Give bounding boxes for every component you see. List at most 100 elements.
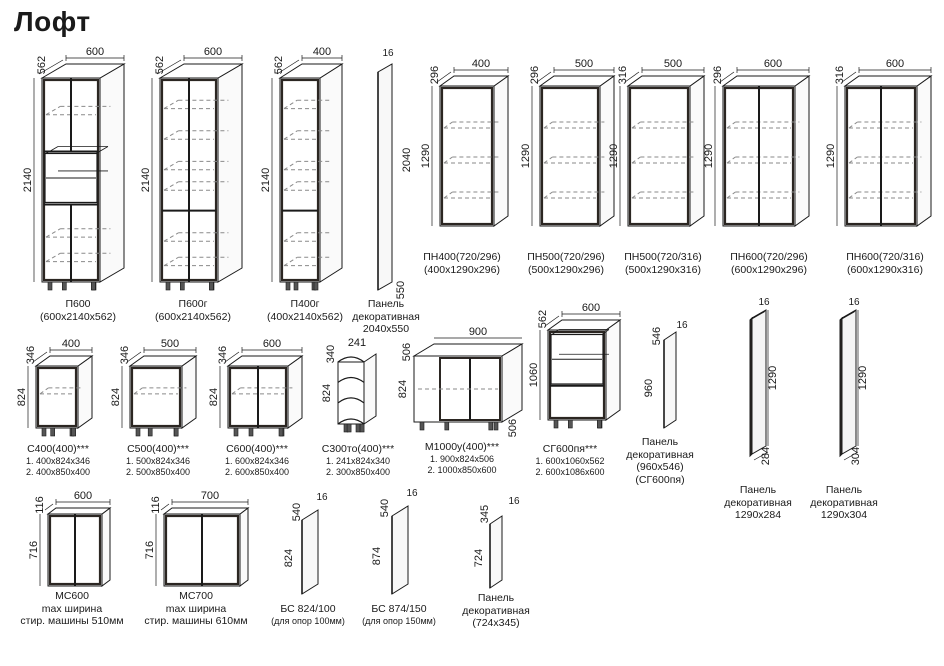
width-label: 400 [472, 58, 490, 70]
top-panel [626, 75, 706, 87]
height-label: 1290 [703, 144, 715, 168]
shelf-line [848, 121, 858, 129]
item-size: 1290x284 [734, 509, 782, 521]
front-frame [35, 365, 79, 429]
item-size: (400x2140x562) [267, 310, 343, 323]
shelf-line [543, 121, 553, 129]
side-panel [794, 75, 810, 227]
shelf-line [543, 191, 553, 199]
shelf-line [726, 156, 736, 164]
width-label: 500 [664, 58, 682, 70]
top-panel [721, 75, 811, 87]
caption-pn600-296: ПН600(720/296) (600x1290x296) [730, 251, 808, 276]
top-panel [46, 507, 112, 515]
dimension-line [624, 71, 640, 83]
item-variant-1: 1. 600x1060x562 [535, 455, 605, 466]
depth-label-2: 506 [507, 419, 519, 437]
height-label: 724 [473, 549, 485, 567]
item-line2: декоративная [724, 496, 792, 509]
item-name: П600 [65, 298, 91, 310]
item-name: ПН600(720/296) [730, 251, 808, 263]
dimension-line [843, 451, 859, 461]
leg [553, 419, 559, 429]
shelf-line [163, 160, 179, 171]
door-frame [280, 78, 320, 282]
panel-face [377, 63, 393, 291]
caption-pn400-296: ПН400(720/296) (400x1290x296) [423, 251, 501, 276]
height-label: 2140 [260, 168, 272, 192]
height-label: 824 [16, 388, 28, 406]
shelf-line [631, 121, 641, 129]
top-panel [226, 355, 304, 367]
curved-shelf [337, 356, 365, 363]
height-label: 2140 [22, 168, 34, 192]
shelf-line [631, 191, 641, 199]
niche-depth [45, 146, 59, 154]
item-variant-2: 2. 400x850x400 [25, 466, 91, 477]
leg [71, 427, 76, 437]
item-name: ПН500(720/296) [527, 251, 605, 263]
depth-label: 346 [119, 346, 131, 364]
shelf-line [45, 252, 61, 263]
leg [293, 281, 299, 291]
side-panel [217, 63, 243, 283]
caption-sg600pya: СГ600пя*** 1. 600x1060x562 2. 600x1086x6… [535, 443, 604, 478]
thickness-label: 16 [508, 496, 520, 507]
item-name: БС 874/150 [371, 603, 427, 615]
width-label: 600 [74, 490, 92, 502]
caption-pn500-316: ПН500(720/316) (500x1290x316) [624, 251, 702, 276]
dimension-line [44, 503, 54, 511]
side-panel [239, 507, 249, 587]
width-label: 600 [886, 58, 904, 70]
dimension-line [32, 351, 48, 363]
dimension-line [753, 451, 769, 461]
shelf-line [443, 191, 453, 199]
item-name: С600(400)*** [226, 443, 288, 455]
caption-m1000u: М1000у(400)*** 1. 900x824x506 2. 1000x85… [425, 441, 499, 476]
shelf-line [231, 387, 241, 395]
width-label: 500 [161, 338, 179, 350]
depth-label: 296 [429, 66, 441, 84]
dimension-line [719, 71, 735, 83]
side-panel [493, 75, 509, 227]
shelf-line [726, 121, 736, 129]
width-label: 241 [348, 337, 366, 349]
side-panel [181, 355, 197, 429]
cabinet-legs [41, 427, 76, 437]
item-line2: декоративная [626, 448, 694, 461]
item-name: ПН400(720/296) [423, 251, 501, 263]
depth-label: 316 [834, 66, 846, 84]
caption-p400g: П400г (400x2140x562) [267, 298, 343, 323]
width-label: 600 [582, 302, 600, 314]
item-name: МС700 [179, 590, 213, 602]
item-name: П600г [178, 298, 208, 310]
caption-ms700: МС700 max ширина стир. машины 610мм [144, 590, 247, 628]
thickness-label: 16 [316, 492, 328, 503]
leg [359, 423, 365, 433]
depth-label: 346 [217, 346, 229, 364]
thickness-label: 16 [848, 297, 860, 308]
panel-face [301, 509, 319, 595]
item-variant-1: 1. 241x824x340 [325, 455, 391, 466]
panel-face [751, 309, 767, 455]
width-label: 600 [204, 46, 222, 58]
item-line3: стир. машины 610мм [144, 615, 248, 627]
dimension-line [544, 315, 560, 327]
item-name: С300то(400)*** [321, 443, 395, 455]
item-line2: декоративная [810, 496, 878, 509]
item-size: (600x2140x562) [40, 310, 116, 323]
leg [91, 281, 96, 291]
width-label: 600 [263, 338, 281, 350]
door-frame [540, 86, 600, 226]
shelf-line [283, 130, 298, 140]
item-size: (400x1290x296) [424, 263, 500, 276]
cabinet-legs [285, 281, 319, 291]
